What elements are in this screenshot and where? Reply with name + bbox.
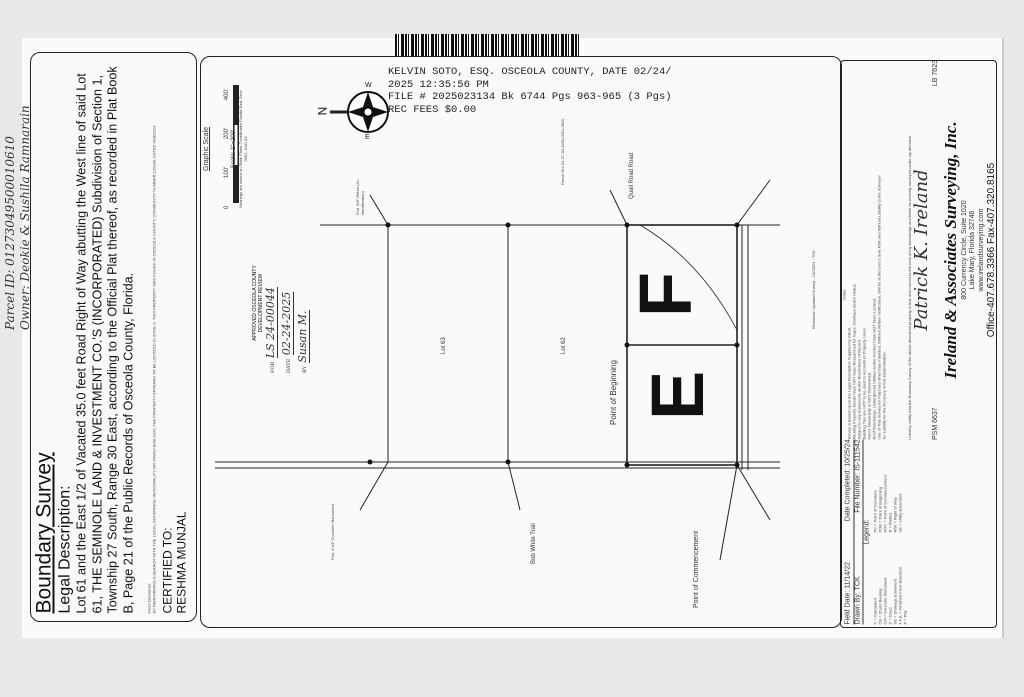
approval-heading: APPROVED OSCEOLA COUNTY DEVELOPMENT REVI… [252, 265, 264, 341]
compass-east: E [365, 134, 370, 141]
surveyor-license: PSM 6637 [932, 407, 939, 440]
scale-tick-200: 200' [224, 127, 230, 140]
legend-item: UE = Utility Easement [897, 493, 903, 533]
scale-ratio: Scale: 1"=200' [231, 129, 237, 169]
note-item: No Liability for the Accuracy of this De… [881, 351, 887, 440]
recording-stamp: KELVIN SOTO, ESQ. OSCEOLA COUNTY, DATE 0… [388, 66, 672, 116]
compass-west: W [365, 82, 372, 89]
lb-number: LB 7623 [932, 60, 939, 87]
company-website: www.irelandsurveying.com [977, 208, 985, 292]
parcel-f-label: F [624, 271, 708, 318]
company-name: Ireland & Associates Surveying, Inc. [940, 121, 960, 379]
lot-62-label: Lot 62 [561, 337, 567, 354]
stamp-line-3: FILE # 2025023134 Bk 6744 Pgs 963-965 (3… [388, 91, 672, 103]
company-address-2: Lake Mary, Florida 32746 [969, 210, 976, 290]
legend-heading: Legend: [863, 519, 871, 545]
company-address-1: 800 Currency Circle, Suite 1020 [960, 200, 968, 300]
file-number: File Number: IS-111542 [854, 439, 861, 513]
scale-tick-400: 400' [224, 89, 230, 101]
approval-date-label: DATE [286, 358, 292, 373]
legend-list: C = Calculated CB = Chord Bearing CM = C… [873, 445, 908, 625]
stamp-line-4: REC FEES $0.00 [388, 103, 477, 116]
drawn-by: Drawn By: TCK [854, 576, 861, 625]
approval-date-value: 02-24-2025 [280, 291, 294, 356]
point-of-beginning-label: Point of Beginning [609, 360, 618, 425]
notes-block: Notes: Survey is Based Upon the Legal De… [842, 150, 903, 440]
scale-tick-0: 0 [224, 205, 230, 209]
graphic-scale: Graphic Scale 0 100' 200' 400' Scale: 1"… [203, 89, 263, 209]
approval-by-value: Susan M. [296, 310, 310, 363]
parcel-e-label: E [636, 370, 720, 421]
point-of-commencement-label: Point of Commencement [693, 530, 700, 608]
field-info-block: Field Date: 11/14/22 Date Completed: 10/… [844, 439, 875, 625]
revisions-label: Revisions: Updated Survey - 10/25/24 - T… [811, 250, 816, 329]
north-label: N [315, 106, 330, 116]
date-completed: Date Completed: 10/25/24 [844, 439, 852, 522]
found-rebar-label: Fnd. 5/8" Rebar (No Identification) [355, 179, 365, 215]
company-phone: Office-407.678.3366 Fax-407.320.8165 [986, 162, 997, 338]
quail-road-label: Quail Road Road [629, 152, 635, 199]
compass-rose-icon [347, 91, 389, 133]
left-panel-frame [30, 52, 197, 622]
scale-tick-100: 100' [224, 166, 230, 178]
approval-for-label: FOR [270, 361, 276, 373]
stamp-line-2: 2025 12:35:56 PM [388, 78, 489, 91]
approval-for-value: LS 24-00044 [264, 287, 278, 359]
approval-stamp: APPROVED OSCEOLA COUNTY DEVELOPMENT REVI… [252, 233, 312, 373]
title-block-frame [840, 60, 997, 628]
barcode [395, 34, 580, 56]
bearing-note: Bearings are based on State Plane Coordi… [238, 90, 248, 208]
graphic-scale-title: Graphic Scale [203, 127, 210, 171]
approval-by-label: BY [302, 366, 308, 373]
bob-white-trail-label: Bob White Trail [531, 523, 537, 564]
parcel-id-north-label: Parcel ID# 01-27-30-4950-0001-0620 [560, 118, 565, 186]
stamp-line-1: KELVIN SOTO, ESQ. OSCEOLA COUNTY, DATE 0… [388, 66, 672, 78]
surveyor-signature: Patrick K. Ireland [911, 169, 932, 331]
legend-item: P = Plat [902, 610, 908, 625]
lot-63-label: Lot 63 [441, 337, 447, 354]
drawing-frame [200, 56, 842, 628]
surveyor-certification: I hereby certify that the Boundary Surve… [907, 60, 1003, 440]
found-monument-label: Fnd. 4"x4" Concrete Monument [330, 504, 335, 560]
field-date: Field Date: 11/14/22 [844, 561, 852, 625]
